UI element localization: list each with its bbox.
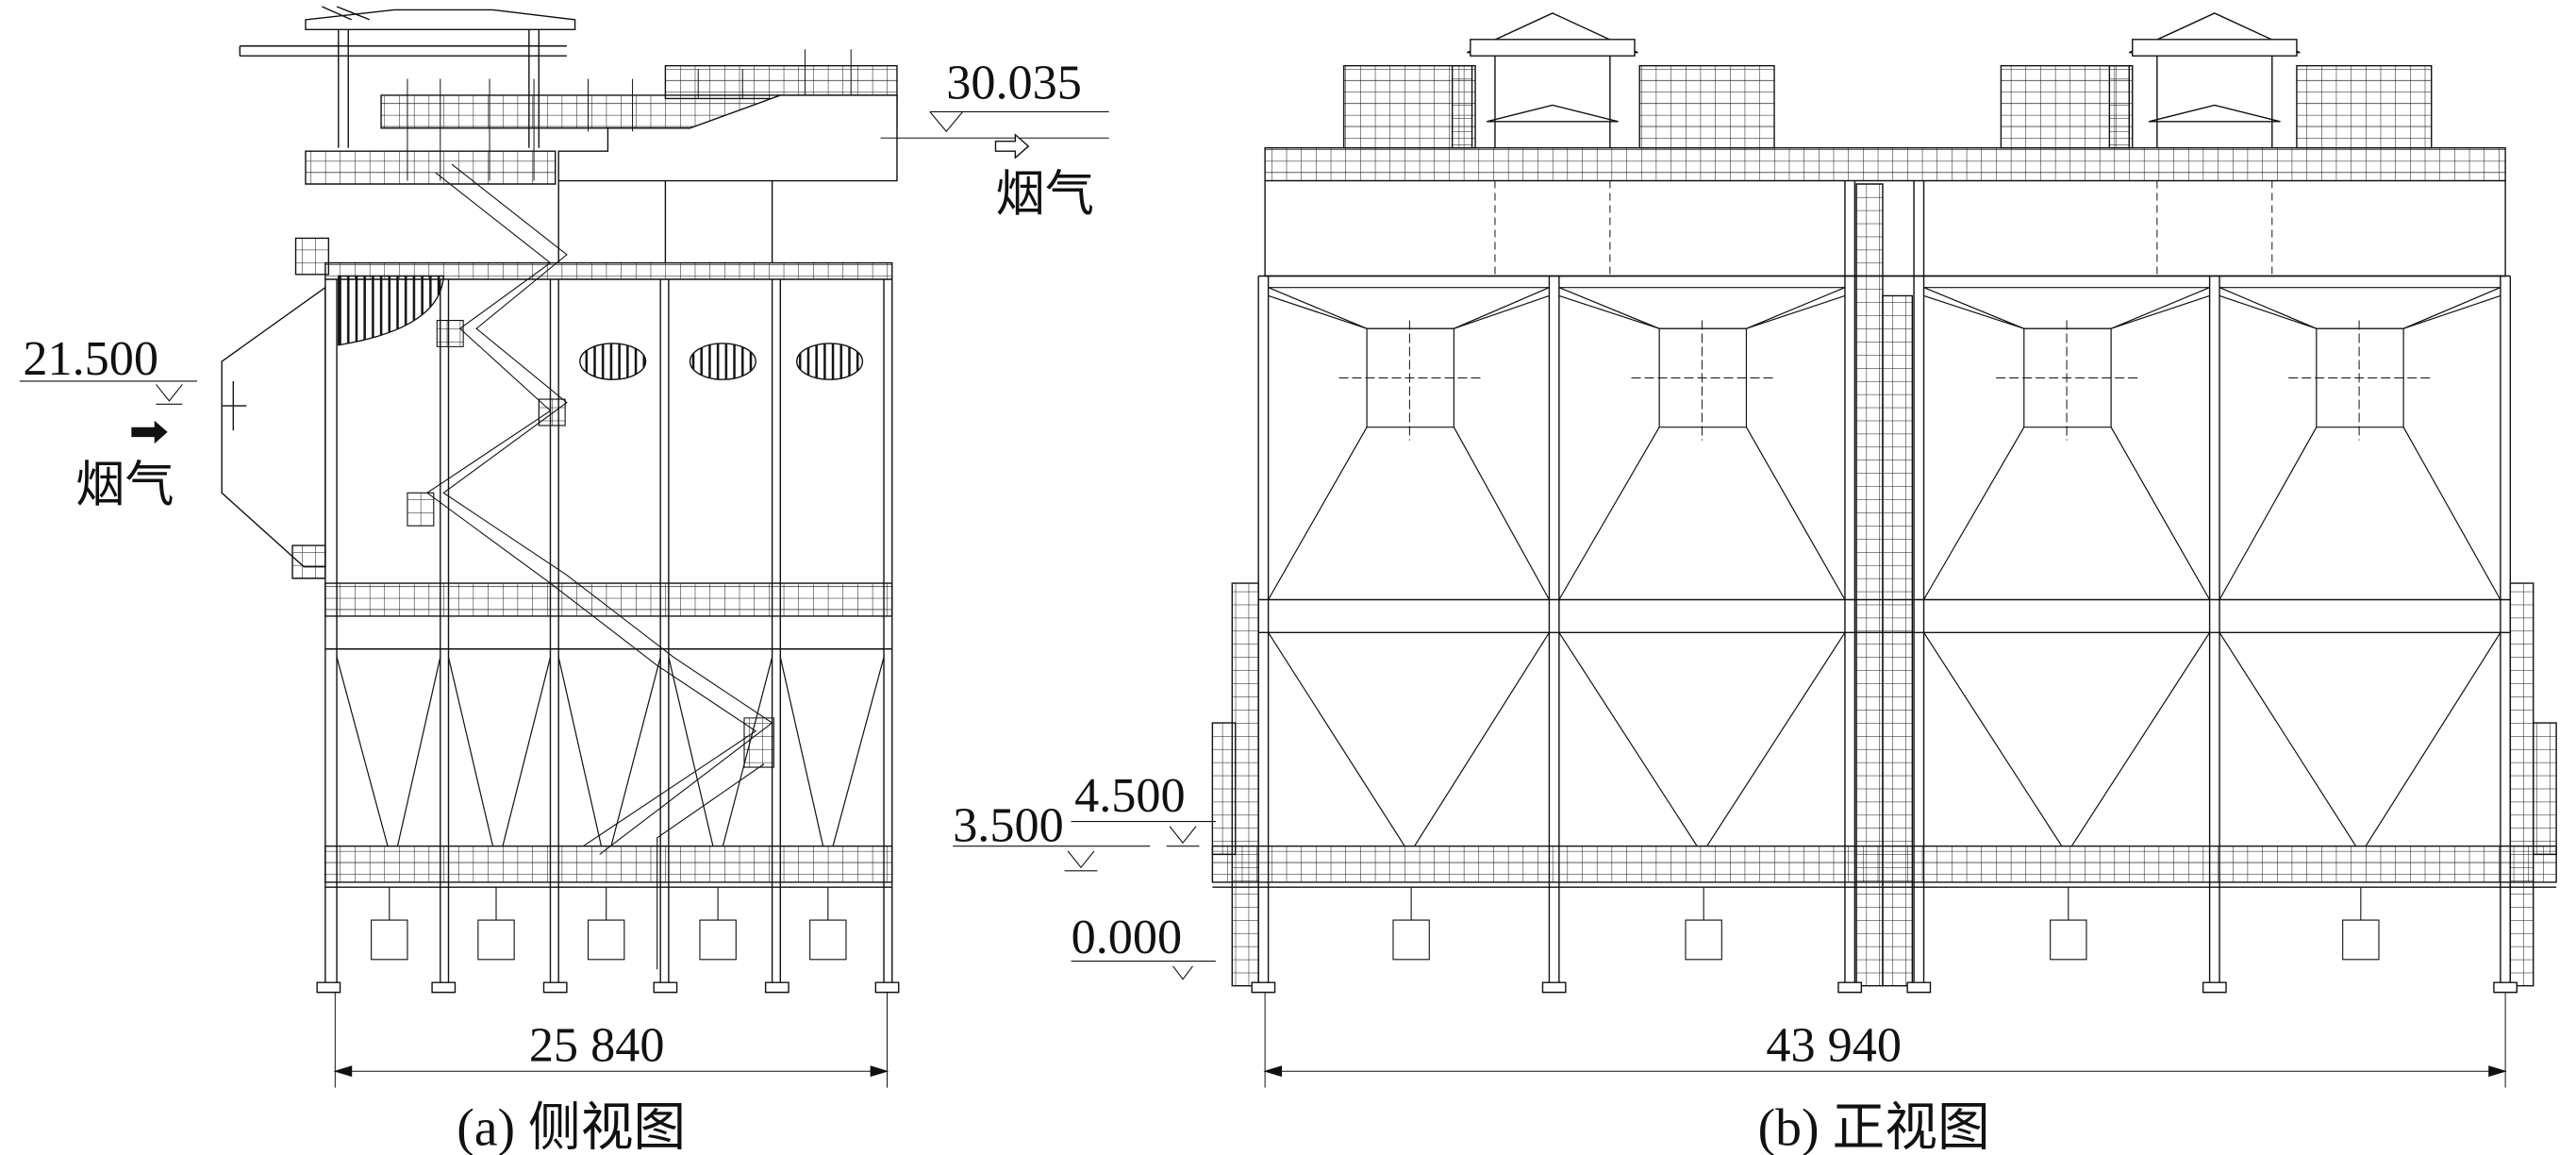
- side-outlet-arrow-icon: [995, 135, 1028, 158]
- front-discharge-units: [1393, 887, 2379, 960]
- side-hoppers: [337, 657, 884, 845]
- side-operating-platform: [325, 846, 892, 882]
- side-inlet-elevation-marker: [20, 381, 197, 404]
- front-centre-marks: [1338, 321, 2431, 441]
- side-view: [20, 7, 1109, 1088]
- side-width-dimension-line: [335, 993, 887, 1088]
- side-inlet-label: 烟气: [75, 457, 175, 513]
- side-view-caption: (a) 侧视图: [457, 1099, 686, 1155]
- front-width-dimension: 43 940: [1766, 1018, 1902, 1073]
- front-roof-boxes: [1344, 66, 2432, 148]
- side-outlet-label: 烟气: [995, 166, 1094, 223]
- front-side-stairs: [1212, 583, 2556, 986]
- side-inlet-arrow-icon: [131, 420, 168, 444]
- side-roof-gantry: [240, 7, 574, 148]
- front-ground-elevation: 0.000: [1072, 910, 1183, 964]
- side-inlet-hood: [222, 151, 556, 578]
- side-inlet-elevation-value: 21.500: [23, 331, 158, 386]
- front-upper-platform-elevation: 4.500: [1074, 768, 1186, 823]
- front-elevation-markers: [953, 822, 1216, 979]
- front-view-caption: (b) 正视图: [1758, 1099, 1990, 1155]
- side-casing: [325, 263, 892, 986]
- side-width-dimension: 25 840: [529, 1018, 665, 1073]
- side-staircase: [407, 164, 773, 969]
- front-roof-pavilions: [1467, 13, 2300, 148]
- front-width-dimension-line: [1265, 993, 2505, 1088]
- front-top-rail: [1265, 148, 2505, 181]
- front-operating-platform: [1212, 846, 2556, 882]
- front-base-plates: [1252, 982, 2517, 992]
- side-discharge-units: [372, 887, 846, 960]
- front-lower-platform-elevation: 3.500: [953, 797, 1064, 852]
- side-outlet-elevation-marker: [881, 111, 1109, 138]
- side-outlet-elevation-value: 30.035: [946, 55, 1082, 109]
- side-base-plates: [317, 982, 899, 992]
- front-view: [953, 13, 2556, 1088]
